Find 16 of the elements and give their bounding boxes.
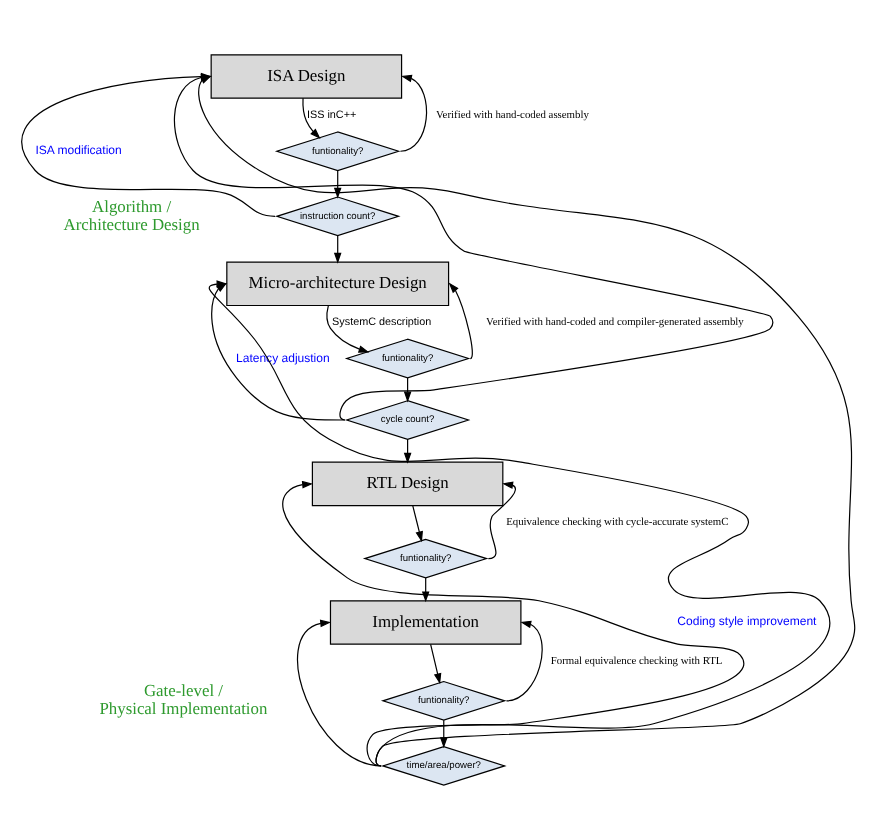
arrow bbox=[430, 643, 442, 685]
arrow bbox=[302, 97, 321, 139]
node-box: Implementation bbox=[329, 600, 522, 645]
arrow bbox=[282, 480, 745, 767]
arrow bbox=[505, 620, 543, 702]
arrow bbox=[399, 74, 428, 152]
arrow bbox=[326, 305, 370, 353]
arrow bbox=[297, 619, 382, 767]
node-box: Micro-architecture Design bbox=[226, 261, 450, 307]
label: Algorithm / Architecture Design bbox=[63, 195, 200, 234]
node-box: RTL Design bbox=[311, 461, 504, 507]
arrow bbox=[412, 505, 423, 543]
arrow bbox=[487, 481, 517, 560]
label: Gate-level / Physical Implementation bbox=[99, 680, 268, 719]
arrow bbox=[448, 282, 473, 360]
node-box: ISA Design bbox=[210, 54, 403, 99]
